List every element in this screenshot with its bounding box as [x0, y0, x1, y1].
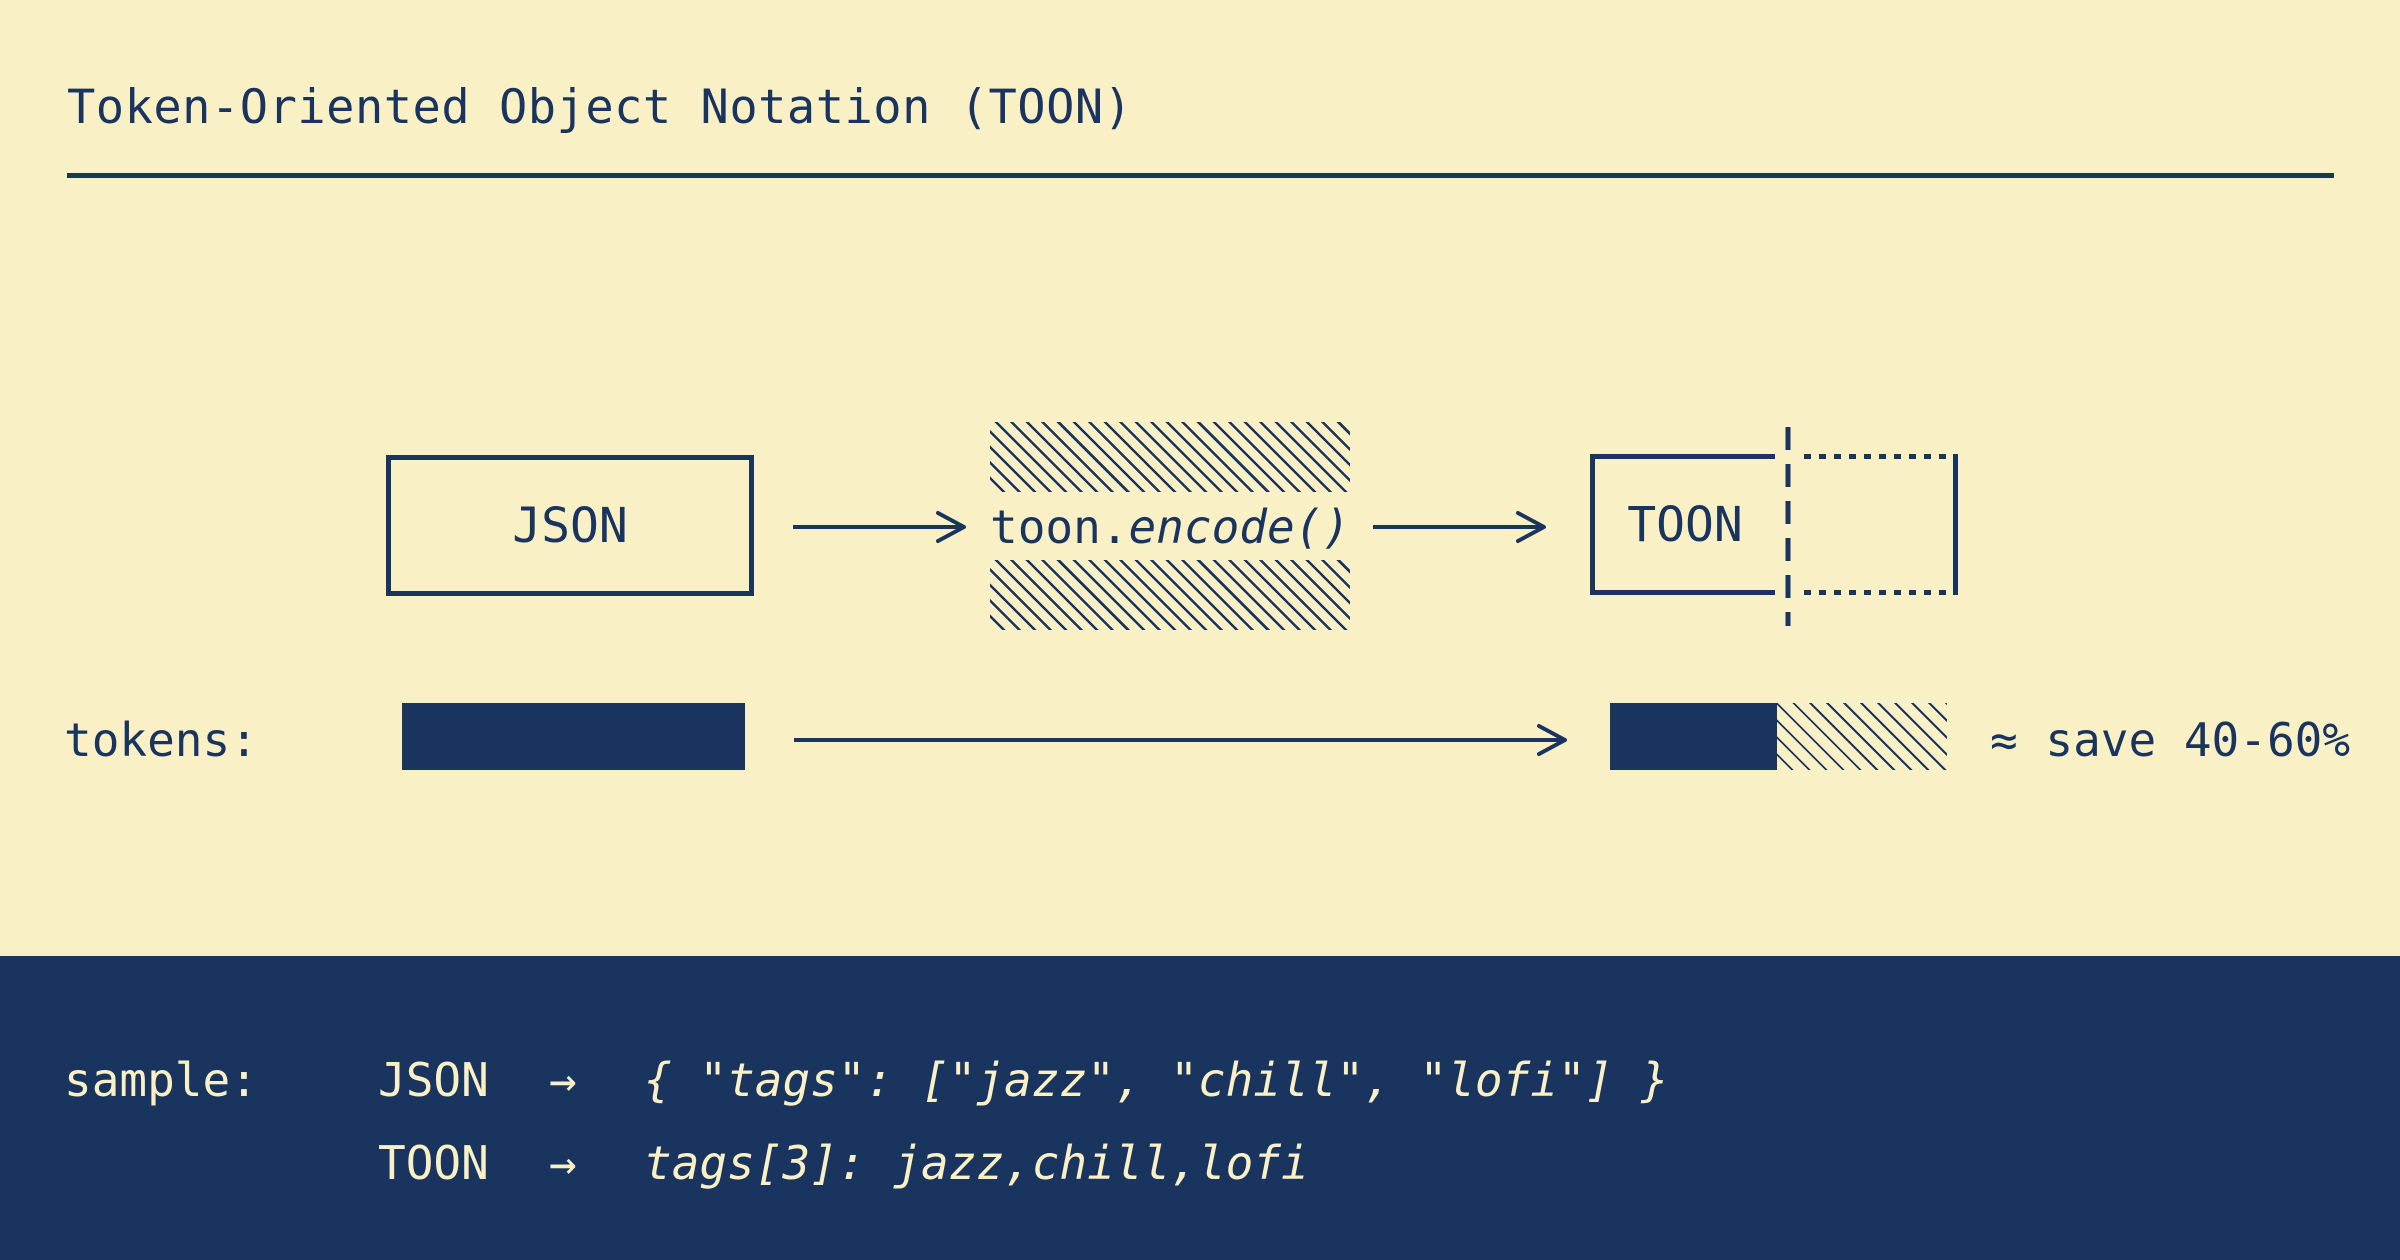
- sample-json-code: { "tags": ["jazz", "chill", "lofi"] }: [644, 1053, 1669, 1107]
- json-token-bar: [402, 703, 745, 770]
- toon-token-saved-hatch: [1777, 703, 1947, 770]
- json-input-label: JSON: [512, 497, 628, 554]
- sample-label: sample:: [64, 1053, 258, 1107]
- savings-note: ≈ save 40-60%: [1990, 713, 2351, 767]
- flow-arrow-icon: [793, 511, 966, 543]
- toon-output-box: TOON: [1590, 454, 1775, 595]
- sample-format-label: TOON: [378, 1136, 489, 1190]
- page-title: Token-Oriented Object Notation (TOON): [67, 80, 1133, 135]
- toon-output-label: TOON: [1627, 496, 1743, 553]
- sample-band: [0, 956, 2400, 1260]
- json-input-box: JSON: [386, 455, 754, 596]
- arrow-right-icon: →: [549, 1136, 577, 1190]
- encoder-prefix: toon.: [990, 500, 1129, 554]
- encoder-hatch-top: [990, 422, 1350, 492]
- flow-arrow-icon: [1373, 511, 1546, 543]
- sample-toon-code: tags[3]: jazz,chill,lofi: [644, 1136, 1309, 1190]
- encoder-call: encode(): [1128, 500, 1351, 554]
- encoder-hatch-bottom: [990, 560, 1350, 630]
- arrow-right-icon: →: [549, 1053, 577, 1107]
- saved-space-ghost-box: [1785, 427, 1958, 626]
- tokens-row-label: tokens:: [64, 713, 258, 767]
- sample-format-label: JSON: [378, 1053, 489, 1107]
- header-divider: [67, 173, 2334, 178]
- toon-token-bar: [1610, 703, 1777, 770]
- tokens-arrow-icon: [794, 724, 1567, 756]
- encoder-label: toon.encode(): [990, 500, 1350, 554]
